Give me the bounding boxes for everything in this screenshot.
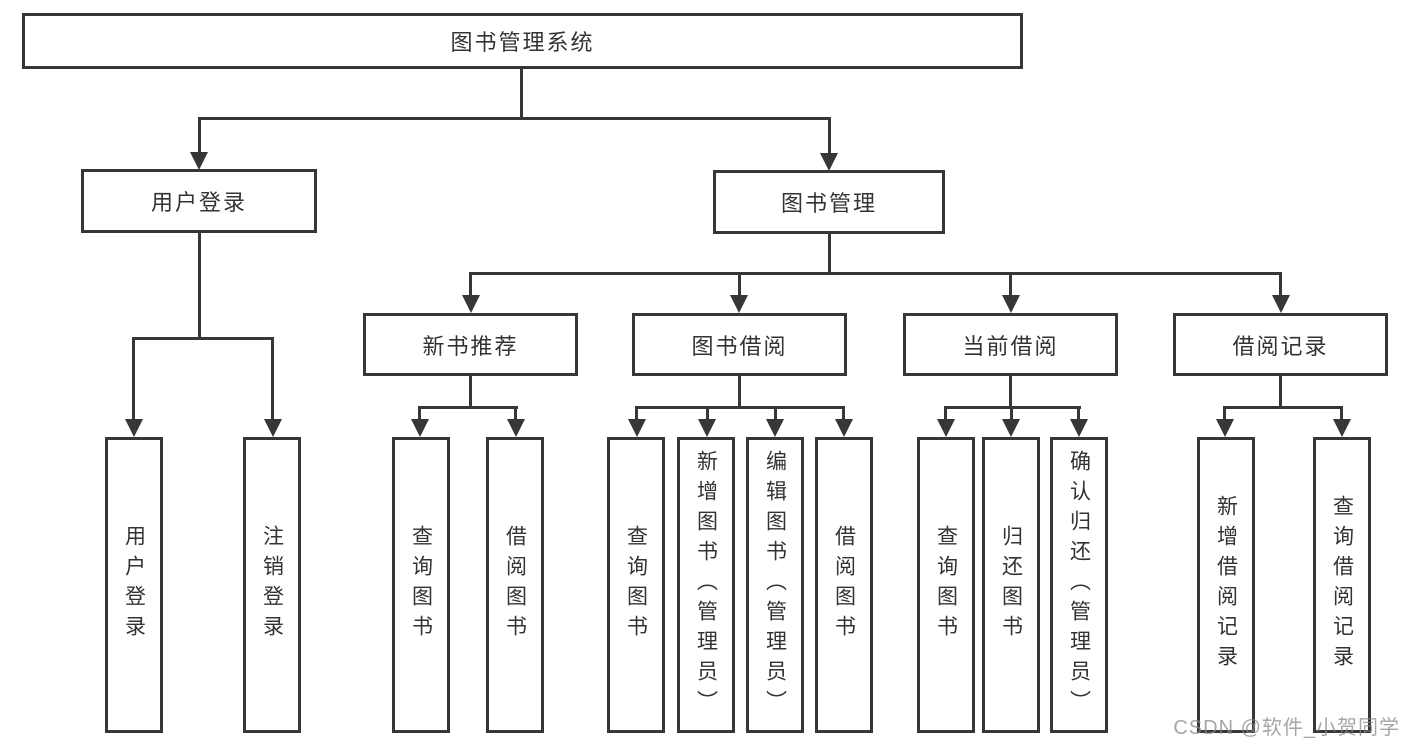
- arrowhead-icon: [125, 419, 143, 437]
- arrowhead-icon: [937, 419, 955, 437]
- connector-borrow-record-bar: [1223, 406, 1343, 409]
- connector-to-leaf: [1077, 406, 1080, 420]
- node-root-label: 图书管理系统: [450, 30, 595, 55]
- arrowhead-icon: [730, 295, 748, 313]
- connector-to-leaf-user-login: [132, 337, 135, 421]
- connector-root-stem: [520, 69, 523, 117]
- connector-to-user-login: [198, 117, 201, 154]
- arrowhead-icon: [1216, 419, 1234, 437]
- leaf-label: 用户登录: [122, 525, 146, 645]
- connector-to-book-borrow: [738, 272, 741, 297]
- node-new-book-rec-label: 新书推荐: [422, 333, 519, 359]
- arrowhead-icon: [264, 419, 282, 437]
- connector-root-bar: [198, 117, 830, 120]
- arrowhead-icon: [1272, 295, 1290, 313]
- connector-to-leaf-logout: [271, 337, 274, 421]
- node-book-mgmt-label: 图书管理: [780, 191, 877, 216]
- arrowhead-icon: [766, 419, 784, 437]
- node-current-borrow-label: 当前借阅: [962, 333, 1059, 359]
- connector-to-new-book-rec: [469, 272, 472, 297]
- arrowhead-icon: [507, 419, 525, 437]
- connector-book-borrow-stem: [738, 376, 741, 406]
- node-root: 图书管理系统: [22, 13, 1023, 69]
- arrowhead-icon: [411, 419, 429, 437]
- arrowhead-icon: [462, 295, 480, 313]
- leaf-label: 新增图书（管理员）: [694, 450, 718, 720]
- node-leaf-query-book-borrow: 查询图书: [607, 437, 665, 733]
- leaf-label: 查询图书: [409, 525, 433, 645]
- connector-to-leaf: [1010, 406, 1013, 420]
- node-leaf-logout: 注销登录: [243, 437, 301, 733]
- connector-to-leaf: [1340, 406, 1343, 420]
- leaf-label: 确认归还（管理员）: [1067, 450, 1091, 720]
- leaf-label: 归还图书: [999, 525, 1023, 645]
- connector-current-borrow-stem: [1009, 376, 1012, 406]
- connector-to-borrow-record: [1279, 272, 1282, 297]
- node-leaf-return-book: 归还图书: [982, 437, 1040, 733]
- arrowhead-icon: [820, 153, 838, 171]
- connector-book-mgmt-stem: [828, 234, 831, 272]
- connector-to-book-mgmt: [828, 117, 831, 154]
- node-leaf-add-borrow-record: 新增借阅记录: [1197, 437, 1255, 733]
- node-leaf-edit-book-admin: 编辑图书（管理员）: [746, 437, 804, 733]
- node-current-borrow: 当前借阅: [903, 313, 1118, 376]
- connector-user-login-stem: [198, 233, 201, 337]
- node-leaf-confirm-return-admin: 确认归还（管理员）: [1050, 437, 1108, 733]
- arrowhead-icon: [1002, 295, 1020, 313]
- node-borrow-record: 借阅记录: [1173, 313, 1388, 376]
- connector-to-leaf: [944, 406, 947, 420]
- node-leaf-borrow-book-rec: 借阅图书: [486, 437, 544, 733]
- arrowhead-icon: [1002, 419, 1020, 437]
- connector-to-leaf: [706, 406, 709, 420]
- connector-new-book-rec-bar: [418, 406, 518, 409]
- node-leaf-query-book-current: 查询图书: [917, 437, 975, 733]
- node-book-borrow: 图书借阅: [632, 313, 847, 376]
- node-leaf-add-book-admin: 新增图书（管理员）: [677, 437, 735, 733]
- node-borrow-record-label: 借阅记录: [1232, 333, 1329, 359]
- connector-new-book-rec-stem: [469, 376, 472, 406]
- node-book-mgmt: 图书管理: [713, 170, 945, 234]
- node-new-book-rec: 新书推荐: [363, 313, 578, 376]
- connector-to-current-borrow: [1009, 272, 1012, 297]
- connector-to-leaf: [418, 406, 421, 420]
- connector-to-leaf: [774, 406, 777, 420]
- leaf-label: 借阅图书: [832, 525, 856, 645]
- node-user-login: 用户登录: [81, 169, 317, 233]
- node-user-login-label: 用户登录: [150, 190, 247, 215]
- node-leaf-borrow-book-borrow: 借阅图书: [815, 437, 873, 733]
- connector-to-leaf: [635, 406, 638, 420]
- arrowhead-icon: [190, 152, 208, 170]
- node-leaf-query-book-rec: 查询图书: [392, 437, 450, 733]
- arrowhead-icon: [1333, 419, 1351, 437]
- csdn-watermark: CSDN @软件_小贺同学: [1173, 717, 1400, 739]
- connector-to-leaf: [514, 406, 517, 420]
- arrowhead-icon: [1070, 419, 1088, 437]
- leaf-label: 查询图书: [934, 525, 958, 645]
- connector-to-leaf: [1223, 406, 1226, 420]
- arrowhead-icon: [835, 419, 853, 437]
- leaf-label: 注销登录: [260, 525, 284, 645]
- connector-user-login-bar: [133, 337, 274, 340]
- arrowhead-icon: [628, 419, 646, 437]
- node-book-borrow-label: 图书借阅: [691, 333, 788, 359]
- leaf-label: 借阅图书: [503, 525, 527, 645]
- leaf-label: 查询图书: [624, 525, 648, 645]
- connector-borrow-record-stem: [1279, 376, 1282, 406]
- connector-book-mgmt-bar: [469, 272, 1282, 275]
- connector-to-leaf: [842, 406, 845, 420]
- leaf-label: 编辑图书（管理员）: [763, 450, 787, 720]
- connector-book-borrow-bar: [635, 406, 845, 409]
- leaf-label: 新增借阅记录: [1214, 495, 1238, 675]
- leaf-label: 查询借阅记录: [1330, 495, 1354, 675]
- node-leaf-user-login: 用户登录: [105, 437, 163, 733]
- node-leaf-query-borrow-record: 查询借阅记录: [1313, 437, 1371, 733]
- arrowhead-icon: [698, 419, 716, 437]
